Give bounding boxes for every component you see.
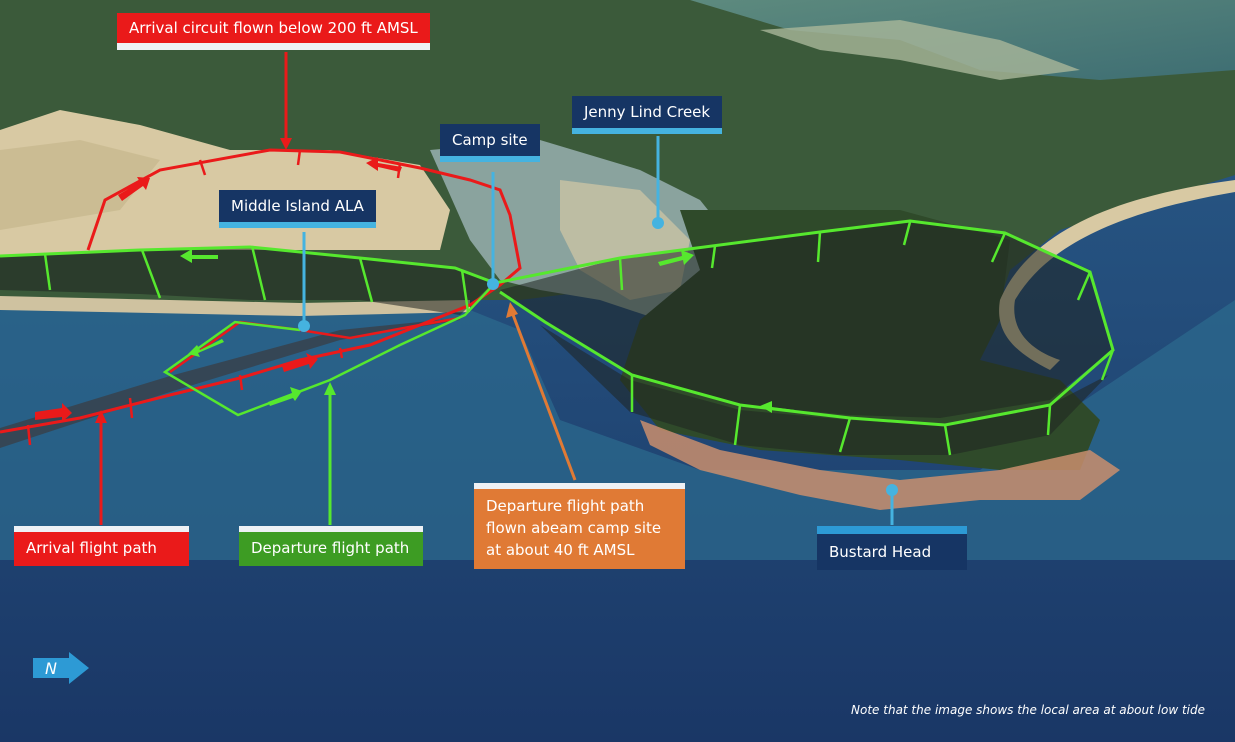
label-camp-site: Camp site	[440, 124, 540, 162]
sand-dunes-shade	[0, 140, 160, 230]
label-bustard-head: Bustard Head	[817, 526, 967, 570]
location-pin-icon	[298, 217, 898, 496]
north-label: N	[45, 659, 57, 678]
rocky-shore	[640, 420, 1120, 510]
tide-note: Note that the image shows the local area…	[851, 703, 1205, 717]
label-departure-abeam: Departure flight path flown abeam camp s…	[474, 483, 685, 569]
label-arrival-circuit: Arrival circuit flown below 200 ft AMSL	[117, 13, 430, 50]
label-arrival-path: Arrival flight path	[14, 526, 189, 566]
label-middle-island-ala: Middle Island ALA	[219, 190, 376, 228]
departure-ribbon-west	[0, 246, 492, 315]
leader-lines	[95, 52, 894, 525]
bay-sand	[760, 20, 1080, 80]
arrival-ribbon-ticks	[26, 149, 402, 446]
departure-ribbon-ticks	[43, 221, 1115, 456]
label-departure-path: Departure flight path	[239, 526, 423, 566]
label-jenny-lind-creek: Jenny Lind Creek	[572, 96, 723, 134]
departure-ribbon-east	[500, 222, 1112, 455]
flight-direction-arrow-icon	[35, 157, 795, 422]
arrival-inner-path	[169, 316, 461, 374]
north-arrow-icon: N	[33, 652, 89, 684]
beach-strip	[0, 296, 470, 316]
